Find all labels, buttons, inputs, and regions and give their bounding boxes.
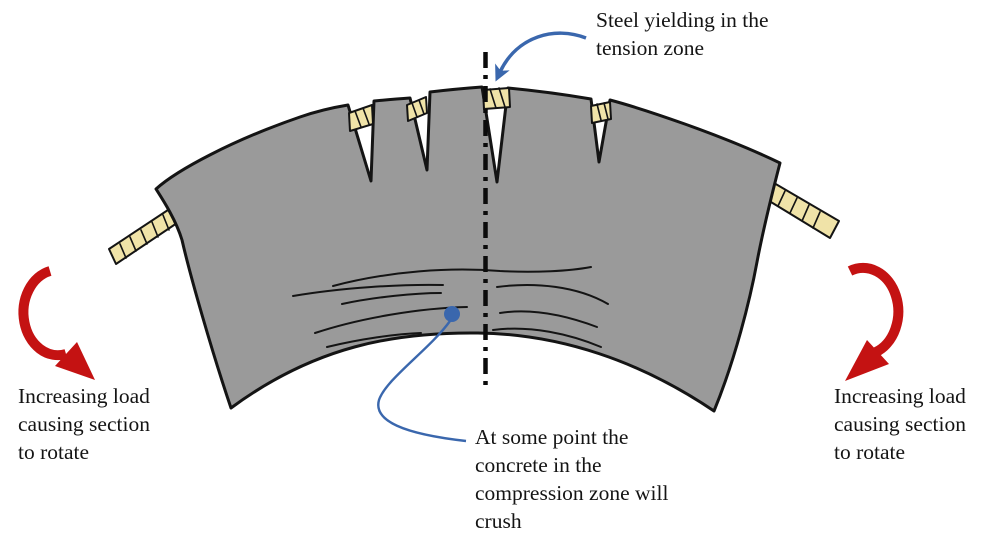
increasing-load-right-label: Increasing load causing section to rotat… [834, 384, 966, 464]
rebar-in-crack-1 [348, 104, 374, 132]
concrete-section [154, 85, 782, 413]
crush-note-leader-line [377, 320, 467, 443]
rebar-in-crack-center [482, 87, 511, 110]
rebar-in-crack-4 [590, 101, 612, 124]
rebar-right-protruding [765, 182, 840, 239]
rotation-arrow-right [845, 262, 904, 381]
increasing-load-left-label: Increasing load causing section to rotat… [18, 384, 150, 464]
rebar-left-hatch [119, 214, 170, 259]
rebar-in-crack-2 [406, 96, 428, 122]
crush-point-dot [444, 306, 460, 322]
rebar-right-hatch [777, 190, 821, 229]
rebar-left-protruding [108, 205, 181, 265]
rotation-arrow-left [18, 266, 95, 380]
steel-yielding-label: Steel yielding in the tension zone [596, 8, 769, 60]
steel-yielding-pointer-arrow [495, 31, 587, 82]
concrete-crush-label: At some point the concrete in the compre… [475, 425, 669, 533]
